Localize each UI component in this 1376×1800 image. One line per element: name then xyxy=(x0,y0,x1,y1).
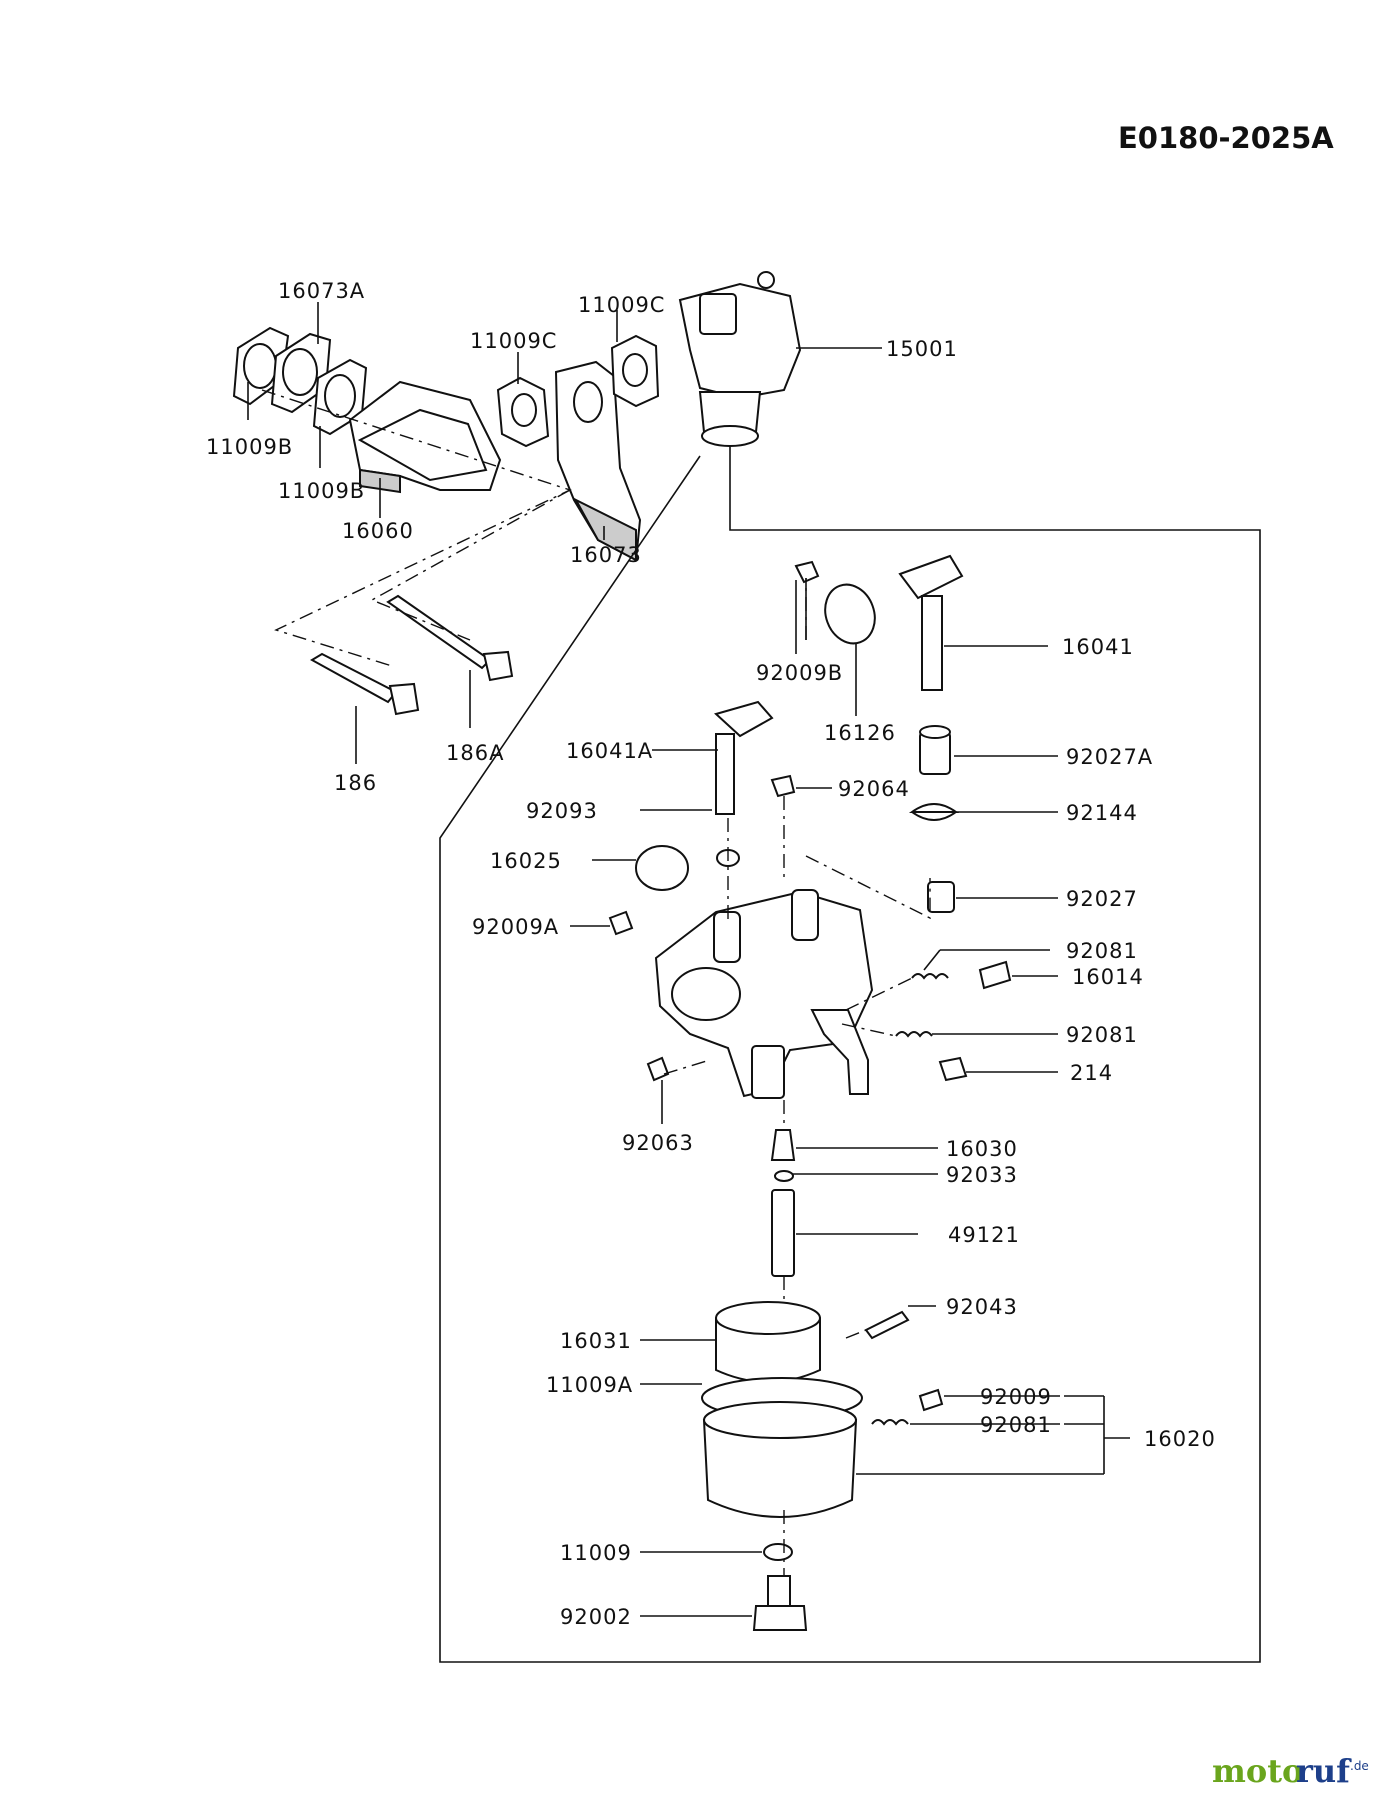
label-92002: 92002 xyxy=(560,1605,632,1629)
oring-92033 xyxy=(774,1170,794,1182)
label-16041: 16041 xyxy=(1062,635,1134,659)
label-92009B: 92009B xyxy=(756,661,843,685)
gasket-11009C-top xyxy=(610,334,660,408)
label-11009B-a: 11009B xyxy=(206,435,293,459)
label-92033: 92033 xyxy=(946,1163,1018,1187)
bolt-92002 xyxy=(752,1575,808,1631)
label-92081-b: 92081 xyxy=(1066,1023,1138,1047)
plate-16073 xyxy=(554,360,642,562)
spring-92081-b xyxy=(895,1031,933,1038)
screw-92009B xyxy=(794,560,820,640)
bushing-92027 xyxy=(927,881,955,913)
label-92064: 92064 xyxy=(838,777,910,801)
label-16073: 16073 xyxy=(570,543,642,567)
svg-text:ruf: ruf xyxy=(1296,1752,1352,1790)
label-92093: 92093 xyxy=(526,799,598,823)
label-92063: 92063 xyxy=(622,1131,694,1155)
float-bowl-16020 xyxy=(702,1401,858,1518)
label-11009B-b: 11009B xyxy=(278,479,365,503)
label-16025: 16025 xyxy=(490,849,562,873)
washer-11009 xyxy=(763,1543,793,1561)
carburetor-detail xyxy=(608,554,1012,1631)
svg-text:moto: moto xyxy=(1212,1752,1303,1790)
carburetor-body xyxy=(654,889,874,1099)
screw-92009 xyxy=(918,1388,944,1412)
gasket-11009C-mid xyxy=(496,376,550,448)
plate-16025 xyxy=(635,845,689,891)
label-11009C-top: 11009C xyxy=(578,293,665,317)
intake-assembly xyxy=(232,271,802,716)
label-11009C-mid: 11009C xyxy=(470,329,557,353)
bushing-92027A xyxy=(919,725,951,775)
centerlines-detail xyxy=(663,578,931,1576)
leaders-intake xyxy=(247,302,882,764)
screw-92009A xyxy=(608,910,634,936)
carburetor-15001 xyxy=(678,271,802,447)
label-15001: 15001 xyxy=(886,337,958,361)
float-16031 xyxy=(715,1301,821,1383)
label-16031: 16031 xyxy=(560,1329,632,1353)
bolt-186A xyxy=(386,594,514,682)
label-92009: 92009 xyxy=(980,1385,1052,1409)
shaft-16041 xyxy=(898,554,964,691)
label-49121: 49121 xyxy=(948,1223,1020,1247)
centerline-bolt xyxy=(370,489,571,641)
label-92009A: 92009A xyxy=(472,915,559,939)
pin-92043 xyxy=(864,1310,910,1340)
bolt-186 xyxy=(309,652,420,716)
label-11009A: 11009A xyxy=(546,1373,633,1397)
screw-92063 xyxy=(646,1056,670,1082)
label-92081-a: 92081 xyxy=(1066,939,1138,963)
label-92043: 92043 xyxy=(946,1295,1018,1319)
screw-16014 xyxy=(978,960,1012,990)
spring-92081-a xyxy=(911,973,949,980)
label-92027A: 92027A xyxy=(1066,745,1153,769)
nozzle-49121 xyxy=(771,1189,795,1277)
label-16073A: 16073A xyxy=(278,279,365,303)
shaft-16041A xyxy=(714,700,774,815)
label-92027: 92027 xyxy=(1066,887,1138,911)
spring-92144 xyxy=(908,803,960,821)
jet-16030 xyxy=(770,1129,796,1161)
label-16060: 16060 xyxy=(342,519,414,543)
label-16030: 16030 xyxy=(946,1137,1018,1161)
insulator-16060 xyxy=(348,380,502,494)
centerline-intake xyxy=(261,389,572,667)
label-92081-c: 92081 xyxy=(980,1413,1052,1437)
label-92144: 92144 xyxy=(1066,801,1138,825)
leaders-detail xyxy=(570,580,1130,1617)
plate-16126 xyxy=(824,583,876,645)
diagram-title: E0180-2025A xyxy=(1118,121,1334,155)
label-186: 186 xyxy=(334,771,377,795)
label-16126: 16126 xyxy=(824,721,896,745)
label-16041A: 16041A xyxy=(566,739,653,763)
spring-92081-c xyxy=(871,1419,909,1426)
label-11009: 11009 xyxy=(560,1541,632,1565)
motoruf-logo: moto ruf .de xyxy=(1212,1752,1369,1790)
label-214: 214 xyxy=(1070,1061,1113,1085)
label-16014: 16014 xyxy=(1072,965,1144,989)
gasket-16073A xyxy=(270,332,332,414)
svg-text:.de: .de xyxy=(1350,1759,1369,1773)
detail-frame xyxy=(439,446,1261,1663)
label-186A: 186A xyxy=(446,741,504,765)
screw-92064 xyxy=(770,774,796,798)
screw-214 xyxy=(938,1056,968,1082)
part-labels: 16073A 11009C 11009C 15001 11009B 11009B… xyxy=(206,279,1216,1629)
label-16020: 16020 xyxy=(1144,1427,1216,1451)
